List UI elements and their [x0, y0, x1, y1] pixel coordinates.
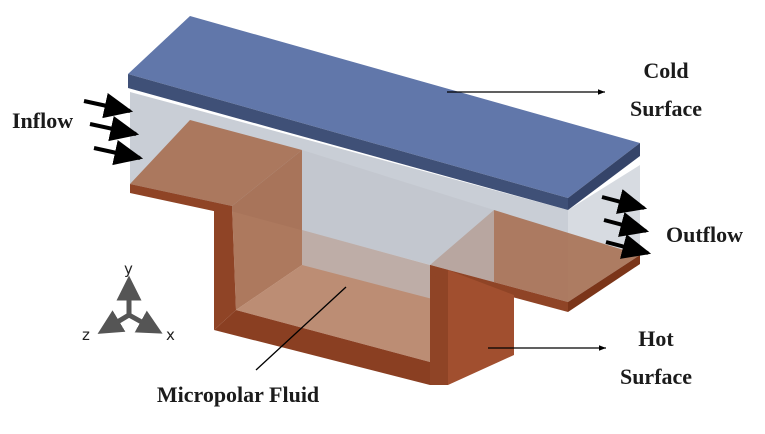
hot-surface-label-line1: Hot — [638, 326, 674, 351]
x-axis — [127, 310, 163, 334]
copper-right-end — [568, 255, 640, 312]
inflow-arrow-1 — [83, 93, 134, 119]
cold-surface-label-line2: Surface — [630, 96, 702, 121]
copper-front-well-left — [214, 206, 236, 330]
y-axis-label: y — [124, 260, 133, 278]
outflow-arrow-3 — [605, 234, 652, 259]
cold-plate-top — [128, 16, 640, 198]
hot-surface-label-line2: Surface — [620, 364, 692, 389]
copper-side-face — [448, 270, 514, 385]
copper-front-well-right — [430, 265, 448, 385]
z-axis — [97, 310, 131, 334]
outflow-arrow-1 — [601, 189, 648, 214]
fluid-leader — [255, 286, 347, 371]
copper-well-left-wall — [232, 150, 302, 310]
axes-triad: y z x — [82, 260, 175, 344]
cold-plate-front — [128, 74, 568, 210]
inflow-arrow-2 — [89, 116, 140, 142]
cold-plate-end — [568, 143, 640, 210]
inflow-label: Inflow — [12, 108, 73, 133]
z-axis-label: z — [82, 326, 90, 344]
micropolar-fluid-label: Micropolar Fluid — [157, 382, 319, 407]
cold-surface-label-line1: Cold — [643, 58, 688, 83]
outflow-arrow-2 — [603, 212, 650, 237]
copper-front-left-lip — [130, 184, 232, 215]
inflow-arrow-3 — [93, 140, 144, 166]
x-axis-label: x — [166, 326, 175, 344]
copper-left-step-top — [130, 120, 302, 206]
outflow-label: Outflow — [666, 222, 743, 247]
copper-front-well-bottom — [214, 310, 430, 385]
